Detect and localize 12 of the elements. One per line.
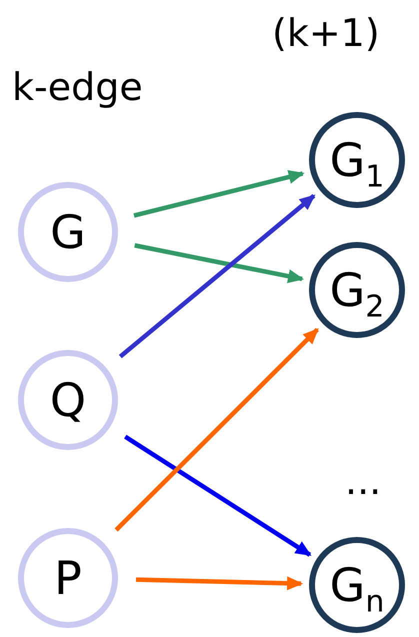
node-label: Q [50,377,86,423]
text-label: ... [345,462,382,500]
text-label: k-edge [12,68,143,106]
arrow [124,434,312,557]
arrow [114,328,319,532]
arrow [136,576,304,590]
arrow [118,194,316,358]
node-label: G [50,209,86,255]
node-label: P [54,555,82,601]
arrow [133,170,305,218]
text-label: (k+1) [272,14,380,52]
arrow [134,243,304,284]
